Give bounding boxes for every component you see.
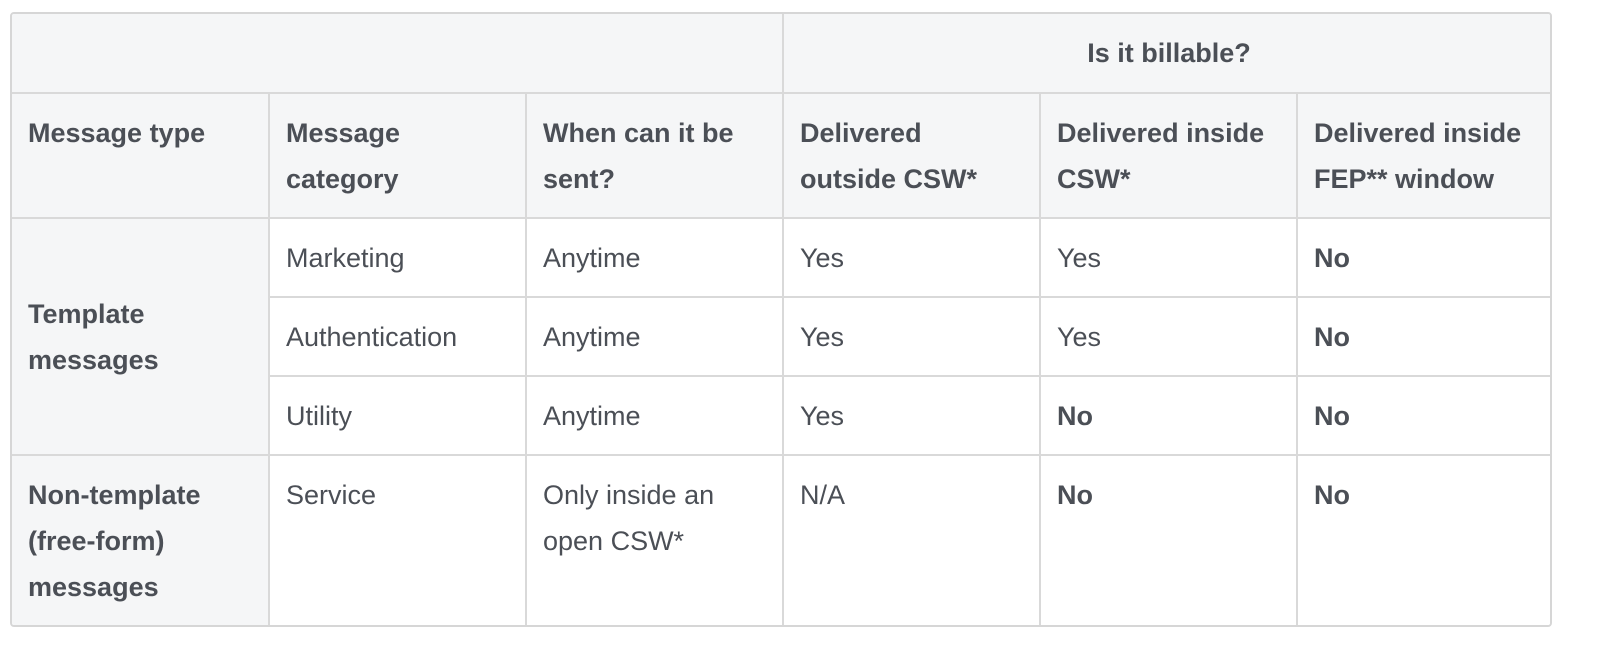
header-inside-csw: Delivered inside CSW* <box>1039 92 1298 219</box>
category-cell: Utility <box>269 375 527 456</box>
when-cell: Anytime <box>525 296 784 377</box>
header-message-category: Message category <box>268 92 527 219</box>
when-cell: Anytime <box>525 375 784 456</box>
empty-group-header <box>12 14 784 94</box>
category-cell: Marketing <box>268 217 527 298</box>
table-row: Non-template (free-form) messages Servic… <box>12 454 1550 625</box>
category-cell: Service <box>268 454 527 625</box>
when-cell: Anytime <box>525 217 784 298</box>
table-row: Template messages Marketing Anytime Yes … <box>12 217 1550 456</box>
message-type-non-template: Non-template (free-form) messages <box>12 454 270 625</box>
outside-csw-cell: N/A <box>782 454 1041 625</box>
billable-group-header: Is it billable? <box>781 14 1550 94</box>
header-inside-fep: Delivered inside FEP** window <box>1295 92 1550 219</box>
header-when-sent: When can it be sent? <box>525 92 784 219</box>
inside-fep-cell: No <box>1295 454 1550 625</box>
message-billing-table: Is it billable? Message type Message cat… <box>12 14 1550 625</box>
inside-csw-cell: No <box>1039 454 1298 625</box>
category-cell: Authentication <box>269 296 527 377</box>
header-outside-csw: Delivered outside CSW* <box>782 92 1041 219</box>
header-message-type: Message type <box>12 92 270 219</box>
inside-fep-cell: No <box>1295 375 1550 456</box>
billing-table-container: Is it billable? Message type Message cat… <box>10 12 1552 627</box>
table-row: Utility Anytime Yes No No <box>12 375 1550 456</box>
when-cell: Only inside an open CSW* <box>525 454 784 625</box>
inside-csw-cell: Yes <box>1039 217 1298 298</box>
outside-csw-cell: Yes <box>782 217 1041 298</box>
table-row: Authentication Anytime Yes Yes No <box>12 296 1550 377</box>
outside-csw-cell: Yes <box>782 296 1041 377</box>
outside-csw-cell: Yes <box>782 375 1041 456</box>
inside-fep-cell: No <box>1295 296 1550 377</box>
inside-csw-cell: Yes <box>1039 296 1298 377</box>
group-header-row: Is it billable? <box>12 14 1550 94</box>
inside-csw-cell: No <box>1039 375 1298 456</box>
message-type-template: Template messages <box>12 217 270 456</box>
inside-fep-cell: No <box>1295 217 1550 298</box>
column-header-row: Message type Message category When can i… <box>12 92 1550 219</box>
